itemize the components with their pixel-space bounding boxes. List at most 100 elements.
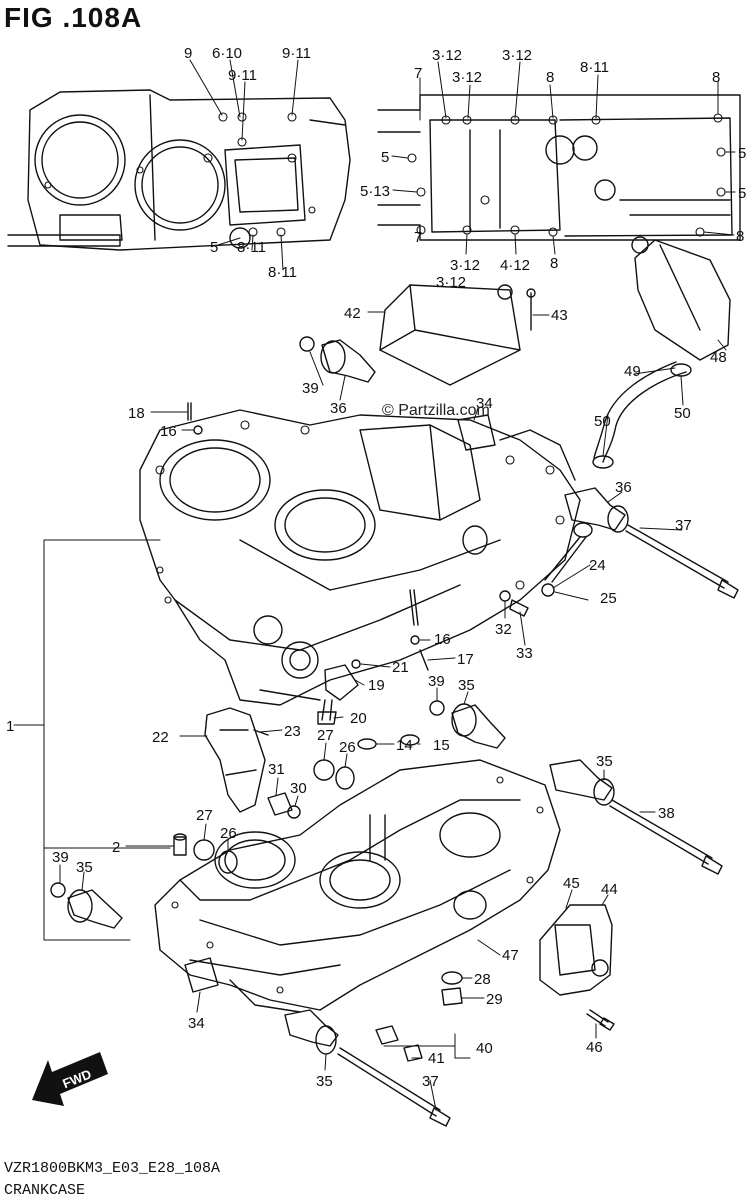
callout-8-11c: 8·11: [580, 59, 609, 76]
leader-lines: [13, 59, 736, 1111]
callout-26b: 26: [220, 825, 237, 842]
callout-6-10: 6·10: [212, 45, 242, 62]
callout-7b: 7: [414, 229, 422, 246]
plug-29: [441, 987, 463, 1006]
callout-44: 44: [601, 881, 618, 898]
callout-9: 9: [184, 45, 192, 62]
stud-18: [187, 402, 203, 435]
callout-36: 36: [330, 400, 347, 417]
callout-29: 29: [486, 991, 503, 1008]
callout-5b: 5: [381, 149, 389, 166]
callout-40: 40: [476, 1040, 493, 1057]
callout-15: 15: [433, 737, 450, 754]
callout-27: 27: [317, 727, 334, 744]
drain-plug-40-41: [375, 1025, 423, 1062]
callout-46: 46: [586, 1039, 603, 1056]
callout-31: 31: [268, 761, 285, 778]
bolt-46: [586, 1009, 615, 1031]
callout-27b: 27: [196, 807, 213, 824]
callout-25: 25: [600, 590, 617, 607]
callout-19: 19: [368, 677, 385, 694]
callout-8b: 8: [712, 69, 720, 86]
plug-35-lower-left: [50, 882, 123, 929]
callout-37: 37: [675, 517, 692, 534]
fitting-19-20: [317, 659, 361, 725]
callout-14: 14: [396, 737, 413, 754]
callout-35d: 35: [316, 1073, 333, 1090]
callout-3-12d: 3·12: [450, 257, 480, 274]
bolt-43: [526, 288, 536, 331]
callout-42: 42: [344, 305, 361, 322]
callout-8: 8: [546, 69, 554, 86]
callout-45: 45: [563, 875, 580, 892]
dowel-34-lower: [184, 957, 219, 993]
callout-2: 2: [112, 839, 120, 856]
callout-7: 7: [414, 65, 422, 82]
upper-crankcase: [139, 409, 581, 706]
callout-24: 24: [589, 557, 606, 574]
callout-9-11: 9·11: [228, 67, 257, 84]
callout-39: 39: [302, 380, 319, 397]
callout-5: 5: [210, 239, 218, 256]
watermark: © Partzilla.com: [382, 402, 490, 419]
footer-code: VZR1800BKM3_E03_E28_108A: [4, 1160, 221, 1177]
callout-35c: 35: [76, 859, 93, 876]
callout-17: 17: [457, 651, 474, 668]
breather-48: [631, 236, 731, 361]
callout-34: 34: [476, 395, 493, 412]
callout-4-12: 4·12: [500, 257, 530, 274]
callout-33: 33: [516, 645, 533, 662]
dipstick-24: [541, 522, 593, 597]
callout-34b: 34: [188, 1015, 205, 1032]
upper-crankcase-top-view: [7, 89, 351, 251]
callout-8c: 8: [550, 255, 558, 272]
callout-8-11b: 8·11: [268, 264, 297, 281]
bracket-22: [204, 707, 269, 813]
callout-5d: 5: [738, 185, 746, 202]
bolt-33: [509, 599, 529, 617]
lower-crankcase: [154, 759, 561, 1013]
callout-labels: 9 6·10 9·11 9·11 5 8·11 8·11 3·12 3·12 3…: [6, 45, 746, 1090]
callout-5c: 5: [738, 145, 746, 162]
nozzle-17: [409, 589, 429, 671]
callout-8-11: 8·11: [237, 239, 266, 256]
hose-49: [593, 361, 687, 463]
callout-41: 41: [428, 1050, 445, 1067]
callout-8d: 8: [736, 228, 744, 245]
cover-44: [539, 904, 613, 996]
callout-26: 26: [339, 739, 356, 756]
bolt-38: [609, 799, 723, 875]
callout-16b: 16: [434, 631, 451, 648]
callout-37b: 37: [422, 1073, 439, 1090]
callout-30: 30: [290, 780, 307, 797]
plug-36-right: [564, 487, 629, 533]
dowel-34-top: [457, 414, 496, 451]
callout-5-13: 5·13: [360, 183, 390, 200]
callout-23: 23: [284, 723, 301, 740]
figure-title: FIG .108A: [4, 2, 143, 33]
callout-35b: 35: [596, 753, 613, 770]
callout-39c: 39: [52, 849, 69, 866]
callout-22: 22: [152, 729, 169, 746]
callout-39b: 39: [428, 673, 445, 690]
plug-36-top: [299, 336, 376, 383]
callout-49: 49: [624, 363, 641, 380]
callout-18: 18: [128, 405, 145, 422]
callout-21: 21: [392, 659, 409, 676]
callout-3-12: 3·12: [432, 47, 462, 64]
callout-50: 50: [674, 405, 691, 422]
callout-43: 43: [551, 307, 568, 324]
callout-3-12e: 3·12: [436, 274, 466, 291]
cover-42: [379, 284, 521, 386]
washer-32: [499, 590, 511, 602]
callout-47: 47: [502, 947, 519, 964]
callout-35: 35: [458, 677, 475, 694]
callout-1: 1: [6, 718, 14, 735]
callout-50b: 50: [594, 413, 611, 430]
callout-36b: 36: [615, 479, 632, 496]
plug-35-bottom: [284, 1009, 339, 1055]
callout-28: 28: [474, 971, 491, 988]
fwd-arrow-icon: [32, 1052, 108, 1106]
callout-48: 48: [710, 349, 727, 366]
